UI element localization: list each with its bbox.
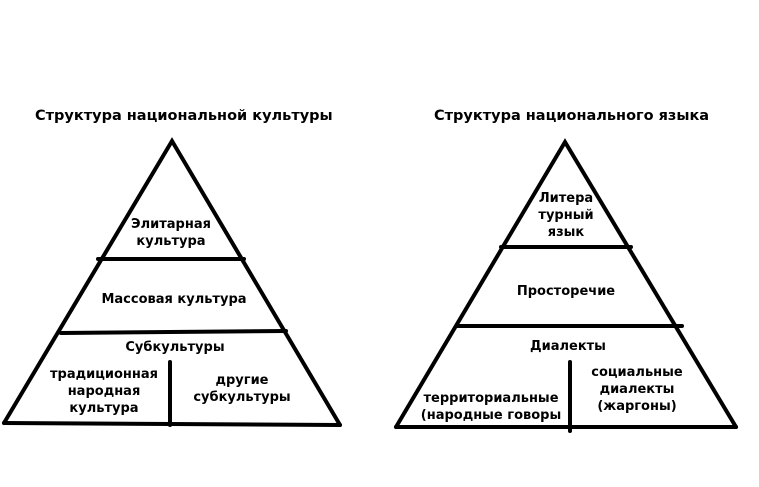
culture-traditional-label: традиционная народная культура	[50, 367, 158, 416]
culture-pyramid	[2, 137, 342, 427]
language-pyramid	[394, 138, 738, 433]
culture-subcultures-label: Субкультуры	[125, 340, 225, 355]
language-dialects-label: Диалекты	[530, 339, 606, 354]
language-territorial-label: территориальные (народные говоры	[420, 391, 562, 423]
language-social-label: социальные диалекты (жаргоны)	[591, 365, 683, 414]
culture-other-label: другие субкультуры	[193, 373, 291, 405]
culture-mass-label: Массовая культура	[101, 292, 247, 307]
language-pyramid-outline	[394, 138, 738, 429]
language-literary-label: Литера турный язык	[538, 191, 594, 240]
culture-title: Структура национальной культуры	[35, 108, 333, 124]
language-title: Структура национального языка	[434, 108, 710, 124]
language-vernacular-label: Просторечие	[516, 284, 616, 299]
culture-elite-label: Элитарная культура	[131, 217, 211, 249]
culture-divider-middle	[59, 329, 288, 335]
